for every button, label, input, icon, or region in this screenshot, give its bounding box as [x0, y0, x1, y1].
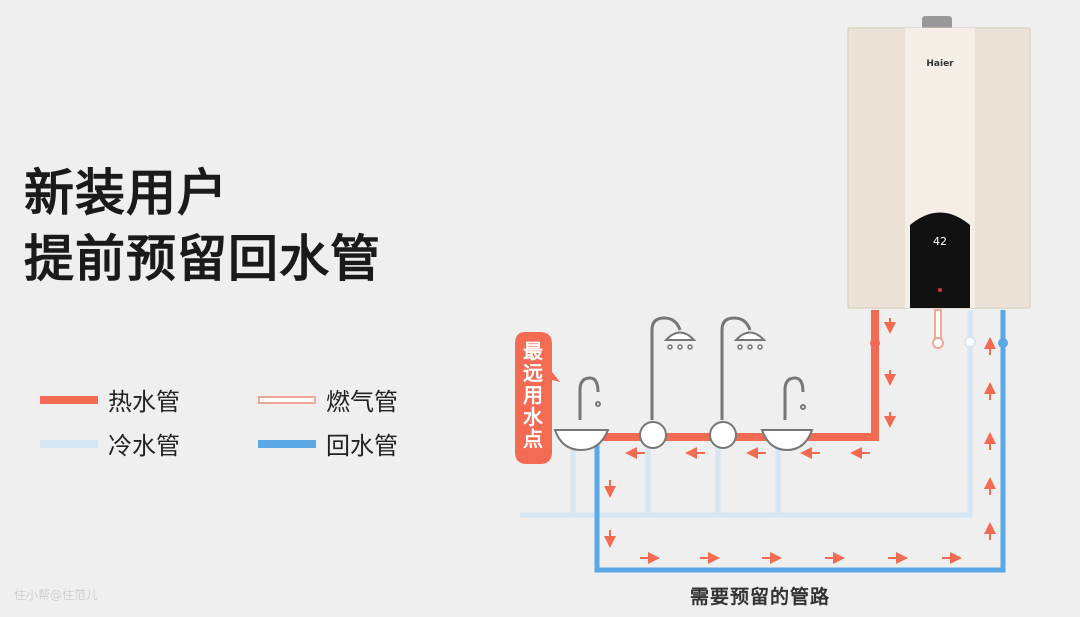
heater-flue — [922, 16, 952, 30]
watermark: 住小帮@住范儿 — [14, 588, 99, 602]
legend-hot-water: 热水管 — [40, 382, 180, 417]
title-line-2: 提前预留回水管 — [24, 230, 381, 288]
legend-label: 冷水管 — [108, 432, 180, 460]
shower-1 — [639, 316, 697, 449]
power-button-icon — [938, 288, 942, 292]
gas-pipe — [932, 309, 944, 349]
diagram-caption: 需要预留的管路 — [690, 586, 831, 608]
legend-label: 热水管 — [108, 388, 180, 416]
legend-gas: 燃气管 — [258, 382, 398, 417]
legend-return-water: 回水管 — [258, 426, 398, 461]
heater-control-display — [910, 212, 970, 308]
hot-water-pipe — [590, 310, 879, 441]
sink-faucet-near — [760, 376, 814, 452]
title-line-1: 新装用户 — [24, 164, 228, 222]
shower-2 — [709, 316, 767, 449]
hot-pipe-joint — [870, 338, 880, 348]
heater-display-temp: 42 — [933, 235, 947, 248]
legend-label: 回水管 — [326, 432, 398, 460]
legend-cold-water: 冷水管 — [40, 426, 180, 461]
heater-brand-logo: Haier — [926, 59, 954, 69]
legend-swatch-cold — [40, 439, 98, 448]
cold-water-pipe — [520, 310, 976, 518]
legend-label: 燃气管 — [326, 388, 398, 416]
legend-swatch-hot — [40, 395, 98, 404]
sink-faucet-far — [553, 376, 610, 452]
legend-swatch-gas — [258, 395, 316, 404]
return-water-pipe — [594, 310, 1006, 573]
page-title: 新装用户 提前预留回水管 — [24, 160, 381, 292]
return-pipe-joint — [998, 338, 1008, 348]
water-heater: 42 Haier — [847, 16, 1031, 309]
flow-arrows — [604, 318, 996, 564]
callout-text: 最远用水点 — [523, 339, 543, 451]
legend-swatch-return — [258, 439, 316, 448]
farthest-point-callout — [515, 332, 560, 464]
